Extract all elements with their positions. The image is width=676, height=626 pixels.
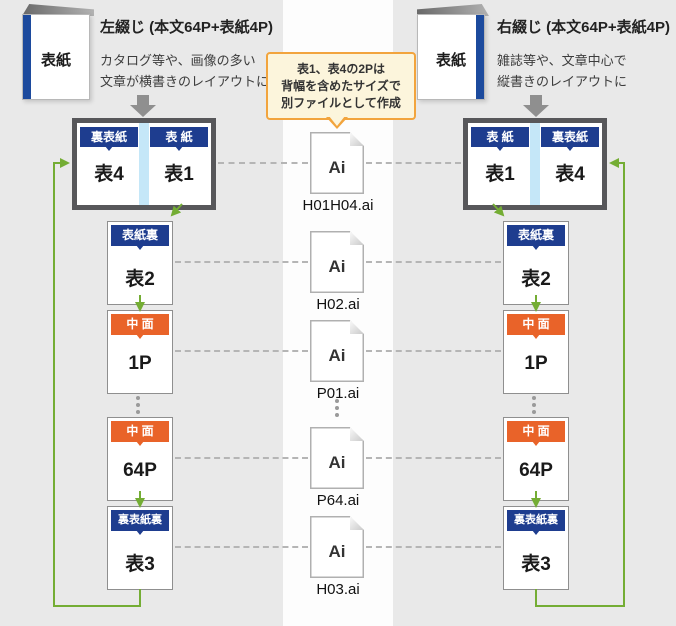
ai-filename: P64.ai: [316, 492, 360, 509]
page-box-urahyoushiura-left: 裏表紙裏 表3: [107, 506, 173, 590]
right-book-icon: 表紙: [417, 4, 489, 102]
right-desc-line1: 雑誌等や、文章中心で: [497, 53, 627, 68]
book-cover: 表紙: [22, 14, 90, 100]
left-panel-description: カタログ等や、画像の多い 文章が横書きのレイアウトに: [100, 50, 269, 92]
page-box-naka-64p-left: 中 面 64P: [107, 417, 173, 501]
book-spine-icon: [23, 15, 31, 99]
ai-file-icon: Ai: [310, 132, 364, 194]
callout-tail: [329, 116, 345, 126]
page-box-naka-64p-right: 中 面 64P: [503, 417, 569, 501]
dashed-connector: [175, 350, 308, 352]
ai-filename: H02.ai: [316, 296, 360, 313]
ai-filename: H01H04.ai: [302, 197, 374, 214]
spread-page-value: 表1: [164, 164, 194, 185]
spread-tag: 裏表紙: [541, 127, 599, 151]
spine-strip: [139, 123, 149, 205]
page-box-naka-1p-right: 中 面 1P: [503, 310, 569, 394]
spread-page-value: 表4: [555, 164, 585, 185]
page-value: 表3: [125, 554, 155, 575]
page-value: 1P: [128, 353, 152, 374]
ellipsis-dot: [136, 396, 140, 400]
page-box-hyoushiura-left: 表紙裏 表2: [107, 221, 173, 305]
callout-line1: 表1、表4の2Pは: [296, 62, 386, 76]
spread-page-value: 表4: [94, 164, 124, 185]
ai-file-icon: Ai: [310, 427, 364, 489]
right-cover-spread: 表 紙 裏表紙 表1 表4: [463, 118, 607, 210]
ellipsis-dot: [335, 406, 339, 410]
ellipsis-dot: [136, 403, 140, 407]
page-tag: 中 面: [507, 314, 565, 339]
book-spine-icon: [476, 15, 484, 99]
page-box-urahyoushiura-right: 裏表紙裏 表3: [503, 506, 569, 590]
page-tag: 表紙裏: [111, 225, 169, 250]
callout-line2: 背幅を含めたサイズで: [281, 79, 401, 93]
page-value: 表3: [521, 554, 551, 575]
page-tag: 中 面: [111, 314, 169, 339]
page-box-hyoushiura-right: 表紙裏 表2: [503, 221, 569, 305]
dashed-connector: [175, 546, 308, 548]
callout-line3: 別ファイルとして作成: [281, 96, 401, 110]
ellipsis-dot: [136, 410, 140, 414]
dashed-connector: [366, 457, 501, 459]
ellipsis-dot: [532, 396, 536, 400]
dashed-connector: [175, 261, 308, 263]
ai-file-icon: Ai: [310, 231, 364, 293]
ai-logo-text: Ai: [328, 257, 346, 276]
ellipsis-dot: [335, 413, 339, 417]
page-value: 64P: [123, 460, 157, 481]
book-cover-label: 表紙: [40, 52, 71, 69]
page-fold-icon: [350, 516, 364, 530]
ellipsis-dot: [532, 410, 536, 414]
spread-tag: 表 紙: [471, 127, 529, 151]
ai-logo-text: Ai: [328, 453, 346, 472]
page-fold-icon: [350, 320, 364, 334]
left-book-icon: 表紙: [22, 4, 94, 102]
page-tag: 裏表紙裏: [507, 510, 565, 535]
dashed-connector: [218, 162, 308, 164]
page-tag: 表紙裏: [507, 225, 565, 250]
page-value: 表2: [521, 269, 551, 290]
dashed-connector: [366, 261, 501, 263]
page-tag: 中 面: [507, 421, 565, 446]
left-cover-spread: 裏表紙 表 紙 表4 表1: [72, 118, 216, 210]
ellipsis-dot: [532, 403, 536, 407]
page-value: 表2: [125, 269, 155, 290]
dashed-connector: [175, 457, 308, 459]
page-value: 64P: [519, 460, 553, 481]
spread-tag: 裏表紙: [80, 127, 138, 151]
page-tag: 中 面: [111, 421, 169, 446]
ai-logo-text: Ai: [328, 346, 346, 365]
down-arrow-icon: [130, 95, 156, 117]
left-desc-line2: 文章が横書きのレイアウトに: [100, 74, 270, 89]
dashed-connector: [366, 350, 501, 352]
right-desc-line2: 縦書きのレイアウトに: [497, 74, 628, 89]
page-fold-icon: [350, 132, 364, 146]
left-desc-line1: カタログ等や、画像の多い: [100, 53, 256, 68]
cover-file-callout: 表1、表4の2Pは 背幅を含めたサイズで 別ファイルとして作成: [266, 52, 416, 120]
page-box-naka-1p-left: 中 面 1P: [107, 310, 173, 394]
ai-file-icon: Ai: [310, 320, 364, 382]
left-panel-title: 左綴じ (本文64P+表紙4P): [100, 19, 273, 36]
spread-page-value: 表1: [485, 164, 515, 185]
ai-filename: P01.ai: [316, 385, 360, 402]
page-fold-icon: [350, 427, 364, 441]
ai-filename: H03.ai: [316, 581, 360, 598]
page-fold-icon: [350, 231, 364, 245]
ai-file-icon: Ai: [310, 516, 364, 578]
page-tag: 裏表紙裏: [111, 510, 169, 535]
page-value: 1P: [524, 353, 548, 374]
right-panel-description: 雑誌等や、文章中心で 縦書きのレイアウトに: [497, 50, 627, 92]
right-panel-title: 右綴じ (本文64P+表紙4P): [497, 19, 670, 36]
down-arrow-icon: [523, 95, 549, 117]
book-cover-label: 表紙: [435, 52, 466, 69]
book-cover: 表紙: [417, 14, 485, 100]
ellipsis-dot: [335, 399, 339, 403]
ai-logo-text: Ai: [328, 542, 346, 561]
ai-logo-text: Ai: [328, 158, 346, 177]
spread-tag: 表 紙: [150, 127, 208, 151]
dashed-connector: [366, 162, 461, 164]
dashed-connector: [366, 546, 501, 548]
